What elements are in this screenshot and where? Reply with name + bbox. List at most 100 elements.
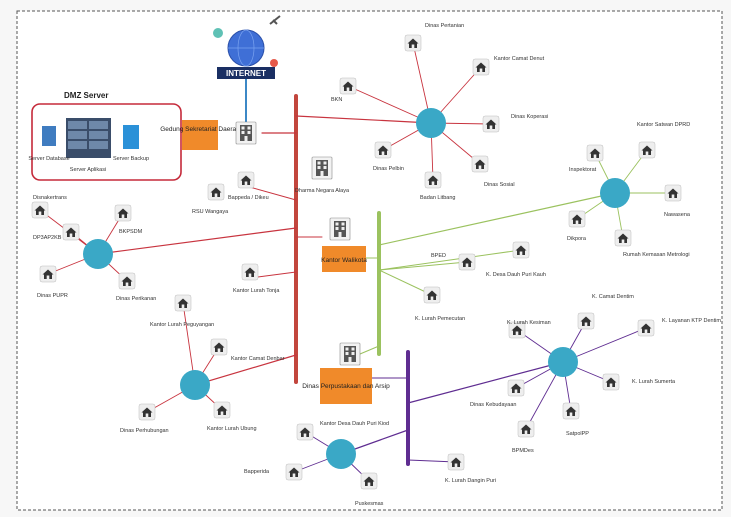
house-icon [562, 402, 580, 420]
network-hub [416, 108, 446, 138]
house-icon [507, 379, 525, 397]
office-building-icon [339, 342, 361, 366]
office-building-icon [329, 217, 351, 241]
node-label: K. Lurah Kesiman [507, 320, 551, 326]
house-icon [241, 263, 259, 281]
house-icon [586, 144, 604, 162]
signal-icon [270, 59, 278, 67]
house-icon [31, 201, 49, 219]
node-label: Nawasena [664, 212, 691, 218]
node-label: Dinas Pertanian [425, 23, 464, 29]
office-building-icon [235, 121, 257, 145]
node-label: SatpolPP [566, 431, 589, 437]
node-label: Dinas Pelbin [373, 166, 404, 172]
node-label: Inspektorat [569, 167, 597, 173]
node-label: Kantor Lurah Peguyangan [150, 322, 214, 328]
house-icon [512, 241, 530, 259]
house-icon [339, 77, 357, 95]
node-label: Dinas PUPR [37, 293, 68, 299]
house-icon [637, 319, 655, 337]
house-icon [296, 423, 314, 441]
gov-building-label: Dharma Negara Alaya [295, 188, 350, 194]
gov-building-label: Dinas Perpustakaan dan Arsip [302, 383, 390, 390]
node-label: Kantor Camat Denbar [231, 356, 285, 362]
hubs [83, 108, 630, 469]
node-label: Dinas Sosial [484, 182, 515, 188]
node-label: Bappeda / Dikeu [228, 195, 269, 201]
gov-building-perpus: Dinas Perpustakaan dan Arsip [302, 342, 390, 404]
house-icon [138, 403, 156, 421]
gov-building-walikota: Kantor Walikota [321, 217, 367, 272]
node-label: RSU Wangaya [192, 209, 229, 215]
internet-label: INTERNET [226, 69, 266, 78]
office-nodes: Dinas Pertanian Kantor Camat Denut BKN D… [31, 23, 721, 507]
network-hub [83, 239, 113, 269]
house-icon [404, 34, 422, 52]
node-label: BKN [331, 97, 342, 103]
node-label: BPMDes [512, 448, 534, 454]
house-icon [118, 272, 136, 290]
house-icon [114, 204, 132, 222]
dmz-title: DMZ Server [64, 91, 108, 100]
house-icon [174, 294, 192, 312]
house-icon [360, 472, 378, 490]
node-label: Badan Litbang [420, 195, 455, 201]
node-label: DP3AP2KB [33, 235, 62, 241]
node-label: Dikpora [567, 236, 587, 242]
node-label: Dinas Perhubungan [120, 428, 169, 434]
node-label: K. Lurah Pemecutan [415, 316, 465, 322]
node-label: Bapperida [244, 469, 270, 475]
node-label: K. Desa Dauh Puri Kauh [486, 272, 546, 278]
node-label: K. Layanan KTP Dentim [662, 318, 721, 324]
node-label: K. Lurah Sumerta [632, 379, 676, 385]
house-icon [62, 223, 80, 241]
satellite-dish-icon [213, 28, 223, 38]
node-label: Rumah Kemasan Metrologi [623, 252, 690, 258]
house-icon [614, 229, 632, 247]
house-icon [577, 312, 595, 330]
diagram-frame [16, 10, 723, 511]
node-label: K. Lurah Dangin Puri [445, 478, 496, 484]
house-icon [664, 184, 682, 202]
node-label: Kantor Lurah Ubung [207, 426, 257, 432]
house-icon [471, 155, 489, 173]
satellite-icon [269, 15, 281, 25]
node-label: Dinas Kebudayaan [470, 402, 516, 408]
house-icon [39, 265, 57, 283]
dmz-server-group: DMZ Server Server Database Server Aplika… [28, 91, 182, 181]
house-icon [482, 115, 500, 133]
house-icon [285, 463, 303, 481]
network-hub [600, 178, 630, 208]
house-icon [423, 286, 441, 304]
node-label: Dinas Koperasi [511, 114, 548, 120]
network-hub [548, 347, 578, 377]
house-icon [237, 171, 255, 189]
dmz-server-label: Server Backup [113, 156, 149, 162]
house-icon [424, 171, 442, 189]
dmz-server-label: Server Aplikasi [70, 167, 106, 173]
node-label: BKPSDM [119, 229, 143, 235]
house-icon [517, 420, 535, 438]
office-building-icon [311, 156, 333, 180]
node-label: Kantor Lurah Tonja [233, 288, 280, 294]
node-label: Puskesmas [355, 501, 384, 507]
network-hub [180, 370, 210, 400]
house-icon [447, 453, 465, 471]
house-icon [458, 253, 476, 271]
house-icon [374, 141, 392, 159]
node-label: Dinas Perikanan [116, 296, 156, 302]
node-label: BPED [431, 253, 446, 259]
gov-building-dharma: Dharma Negara Alaya [295, 156, 350, 194]
house-icon [602, 373, 620, 391]
house-icon [207, 183, 225, 201]
node-label: Kantor Camat Denut [494, 56, 545, 62]
gov-building-label: Kantor Walikota [321, 257, 367, 264]
dmz-server-label: Server Database [28, 156, 69, 162]
house-icon [568, 210, 586, 228]
node-label: K. Camat Dentim [592, 294, 634, 300]
house-icon [472, 58, 490, 76]
node-label: Disnakertrans [33, 195, 67, 201]
main-building: Gedung Sekretariat Daerah [160, 120, 257, 150]
house-icon [210, 338, 228, 356]
